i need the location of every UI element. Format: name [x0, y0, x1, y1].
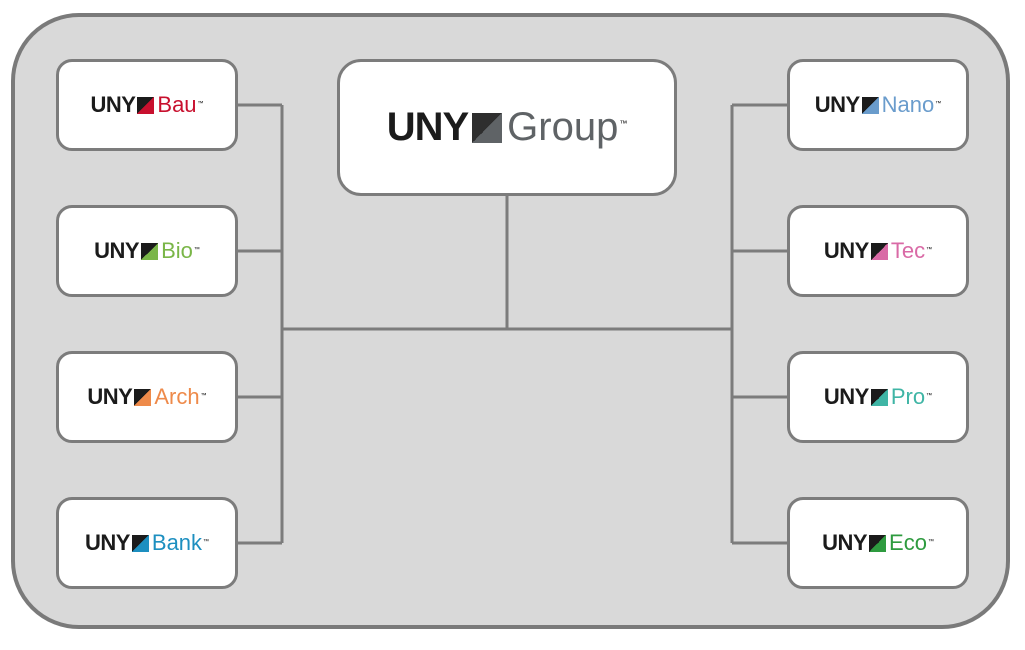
uny-mark-icon	[870, 242, 888, 260]
trademark-symbol: ™	[200, 393, 207, 399]
uny-pro-logo: UNY Pro ™	[824, 384, 932, 410]
logo-suffix: Pro	[890, 384, 926, 409]
uny-tec-box: UNY Tec ™	[787, 205, 969, 297]
uny-mark-icon	[141, 242, 159, 260]
uny-mark-icon	[870, 388, 888, 406]
uny-nano-box: UNY Nano ™	[787, 59, 969, 151]
logo-prefix: UNY	[84, 530, 130, 555]
trademark-symbol: ™	[927, 539, 934, 545]
trademark-symbol: ™	[193, 247, 200, 253]
uny-bio-logo: UNY Bio ™	[94, 238, 200, 264]
logo-prefix: UNY	[87, 384, 133, 409]
uny-mark-icon	[137, 96, 155, 114]
uny-bau-logo: UNY Bau ™	[90, 92, 203, 118]
logo-prefix: UNY	[822, 530, 868, 555]
uny-bank-box: UNY Bank ™	[56, 497, 238, 589]
uny-pro-box: UNY Pro ™	[787, 351, 969, 443]
logo-suffix: Nano	[881, 92, 935, 117]
uny-arch-box: UNY Arch ™	[56, 351, 238, 443]
uny-bio-box: UNY Bio ™	[56, 205, 238, 297]
logo-prefix: UNY	[823, 238, 869, 263]
uny-mark-icon	[472, 112, 503, 143]
uny-bank-logo: UNY Bank ™	[85, 530, 209, 556]
uny-group-logo: UNY Group ™	[387, 105, 628, 150]
uny-mark-icon	[131, 534, 149, 552]
uny-bau-box: UNY Bau ™	[56, 59, 238, 151]
uny-mark-icon	[134, 388, 152, 406]
trademark-symbol: ™	[203, 539, 210, 545]
logo-prefix: UNY	[386, 105, 469, 149]
trademark-symbol: ™	[619, 119, 628, 128]
trademark-symbol: ™	[197, 101, 204, 107]
logo-suffix: Tec	[890, 238, 926, 263]
logo-prefix: UNY	[90, 92, 136, 117]
uny-eco-logo: UNY Eco ™	[822, 530, 934, 556]
uny-arch-logo: UNY Arch ™	[87, 384, 206, 410]
uny-nano-logo: UNY Nano ™	[815, 92, 942, 118]
uny-mark-icon	[869, 534, 887, 552]
logo-prefix: UNY	[814, 92, 860, 117]
logo-suffix: Bio	[161, 238, 193, 263]
uny-tec-logo: UNY Tec ™	[824, 238, 932, 264]
uny-eco-box: UNY Eco ™	[787, 497, 969, 589]
logo-prefix: UNY	[823, 384, 869, 409]
logo-suffix: Arch	[154, 384, 200, 409]
uny-mark-icon	[861, 96, 879, 114]
trademark-symbol: ™	[935, 101, 942, 107]
logo-suffix: Eco	[889, 530, 927, 555]
trademark-symbol: ™	[926, 247, 933, 253]
uny-group-box: UNY Group ™	[337, 59, 677, 196]
logo-suffix: Bau	[157, 92, 197, 117]
logo-suffix: Bank	[151, 530, 203, 555]
trademark-symbol: ™	[926, 393, 933, 399]
logo-prefix: UNY	[94, 238, 140, 263]
logo-suffix: Group	[507, 105, 619, 149]
